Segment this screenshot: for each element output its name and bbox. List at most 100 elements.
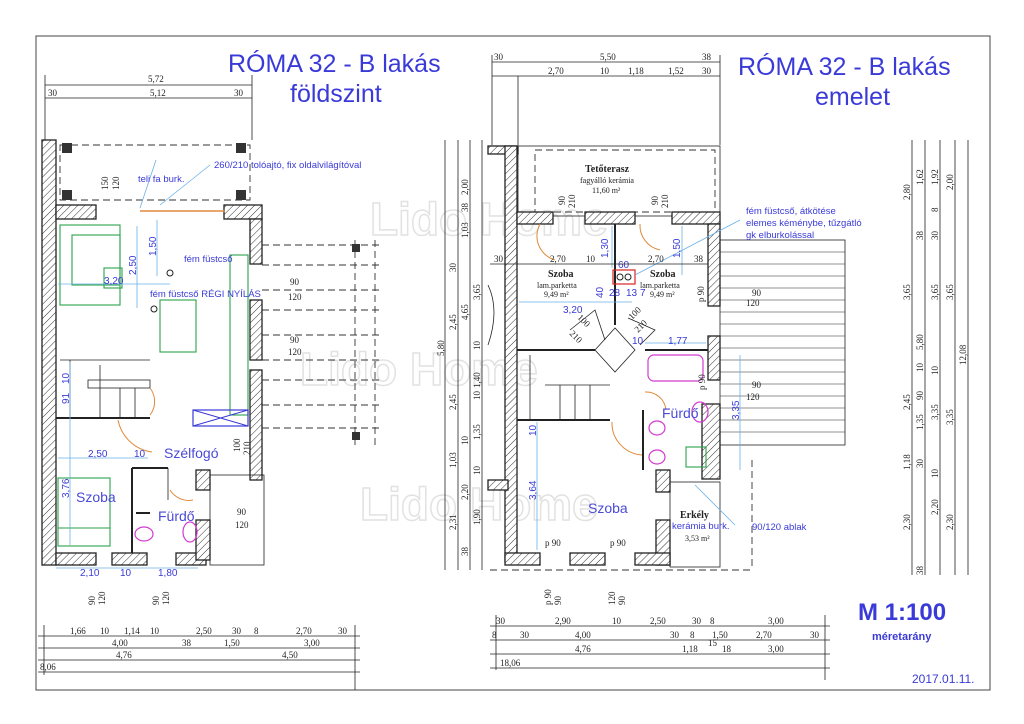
dimension-label: Lido Home (300, 343, 538, 395)
dimension-label: p 90 (545, 538, 561, 548)
dimension-label: 38 (694, 254, 704, 264)
dimension-label: 5,12 (150, 88, 166, 98)
dimension-label: 120 (235, 520, 249, 530)
room-szoba: Szoba (76, 489, 116, 505)
dimension-label: 90 (752, 380, 762, 390)
dimension-label: 100 (232, 438, 242, 452)
dimension-label: 30 (232, 626, 242, 636)
dimension-label: 1,35 (472, 424, 482, 440)
dimension-label: 1,50 (224, 638, 240, 648)
dimension-label: 120 (288, 347, 302, 357)
room-furdo: Fürdő (158, 508, 195, 524)
dimension-label: 10 (528, 424, 539, 436)
dimension-label: 1,62 (915, 169, 925, 185)
dimension-label: 3,65 (902, 284, 912, 300)
dimension-label: 30 (48, 88, 58, 98)
scale-label: M 1:100 (858, 599, 946, 626)
dimension-label: 4,76 (116, 650, 132, 660)
dimension-label: 30 (810, 630, 820, 640)
dimension-label: lam.parketta (537, 281, 577, 290)
dimension-label: 10 (61, 372, 72, 384)
dimension-label: 30 (494, 52, 504, 62)
dimension-label: 30 (930, 231, 940, 241)
dimension-label: 1,50 (672, 238, 683, 258)
dimension-label: 38 (915, 566, 925, 576)
dimension-label: 1,80 (158, 568, 178, 579)
dimension-label: 8 (492, 630, 497, 640)
subtitle-upper-floor: emelet (815, 83, 890, 111)
dimension-label: 2,70 (550, 254, 566, 264)
dimension-label: 2,30 (902, 514, 912, 530)
dimension-label: p 90 (696, 286, 706, 302)
dimension-label: 1,18 (682, 644, 698, 654)
dimension-label: lam.parketta (640, 281, 680, 290)
dimension-label: 38 (702, 52, 712, 62)
date: 2017.01.11. (912, 672, 975, 686)
title-ground-floor: RÓMA 32 - B lakás (228, 49, 441, 78)
dimension-label: 8 (254, 626, 259, 636)
dimension-label: 30 (670, 630, 680, 640)
dimension-label: 10 (586, 254, 596, 264)
dimension-label: 38 (915, 231, 925, 241)
dimension-label: 38 (460, 203, 470, 213)
dimension-label: 2,00 (945, 174, 955, 190)
dimension-label: p 90 (543, 589, 553, 605)
dimension-label: 10 (612, 616, 622, 626)
dimension-label: 120 (161, 591, 171, 605)
dimension-label: 10 (472, 466, 482, 476)
dimension-label: 3,53 m² (685, 534, 710, 543)
dimension-label: Tetőterasz (585, 164, 630, 175)
dimension-label: 10 (460, 436, 470, 446)
dimension-label: 210 (568, 328, 585, 345)
dimension-label: 3,20 (104, 276, 124, 287)
dimension-label: 4,50 (282, 650, 298, 660)
dimension-label: 1,30 (600, 238, 611, 258)
dimension-label: 90/120 ablak (752, 522, 807, 533)
scale-caption: méretarány (872, 631, 932, 643)
dimension-label: 5,80 (436, 340, 446, 356)
dimension-label: 2,45 (448, 314, 458, 330)
dimension-label: 10 (600, 66, 610, 76)
dimension-label: 3,35 (731, 400, 742, 420)
dimension-label: 90 (650, 196, 660, 206)
dimension-label: fém füstcső (184, 254, 233, 265)
dimension-label: 91 (61, 392, 72, 404)
dimension-label: Szoba (548, 269, 574, 280)
dimension-label: p 90 (697, 374, 707, 390)
dimension-label: 150 (100, 176, 110, 190)
dimension-label: 38 (182, 638, 192, 648)
dimension-label: p 90 (610, 538, 626, 548)
dimension-label: 5,50 (600, 52, 616, 62)
dimension-label: 90 (290, 277, 300, 287)
dimension-label: 8 (710, 616, 715, 626)
dimension-label: 1,35 (915, 414, 925, 430)
room-szelfogo: Szélfogó (164, 445, 219, 461)
dimension-label: Lido Home (360, 478, 598, 530)
dimension-label: 210 (242, 441, 252, 455)
dimension-label: 30 (494, 254, 504, 264)
dimension-label: fagyálló kerámia (580, 176, 634, 185)
dimension-label: 90 (915, 391, 925, 401)
dimension-label: 30 (338, 626, 348, 636)
dimension-label: 30 (702, 66, 712, 76)
dimension-label: 18,06 (500, 658, 521, 668)
dimension-label: 10 (915, 363, 925, 373)
dimension-label: 4,00 (575, 630, 591, 640)
dimension-label: 40 (595, 286, 606, 298)
upper-floor-plan: 30 5,50 38 2,70 10 1,18 1,52 30 (436, 52, 969, 680)
dimension-label: 2,50 (128, 255, 139, 275)
dimension-label: 3,00 (304, 638, 320, 648)
dimension-label: 3,00 (768, 644, 784, 654)
dimension-label: 120 (746, 392, 760, 402)
subtitle-ground-floor: földszint (290, 80, 382, 108)
dimension-label: 120 (746, 298, 760, 308)
dimension-label: 3,00 (768, 616, 784, 626)
dimension-label: 10 (150, 626, 160, 636)
dimension-label: 1,18 (628, 66, 644, 76)
dimension-label: 120 (288, 292, 302, 302)
dimension-label: 90 (87, 596, 97, 606)
dimension-label: 1,14 (124, 626, 140, 636)
dimension-label: 30 (448, 263, 458, 273)
dimension-label: 260/210 tolóajtó, fix oldalvilágítóval (214, 160, 361, 171)
